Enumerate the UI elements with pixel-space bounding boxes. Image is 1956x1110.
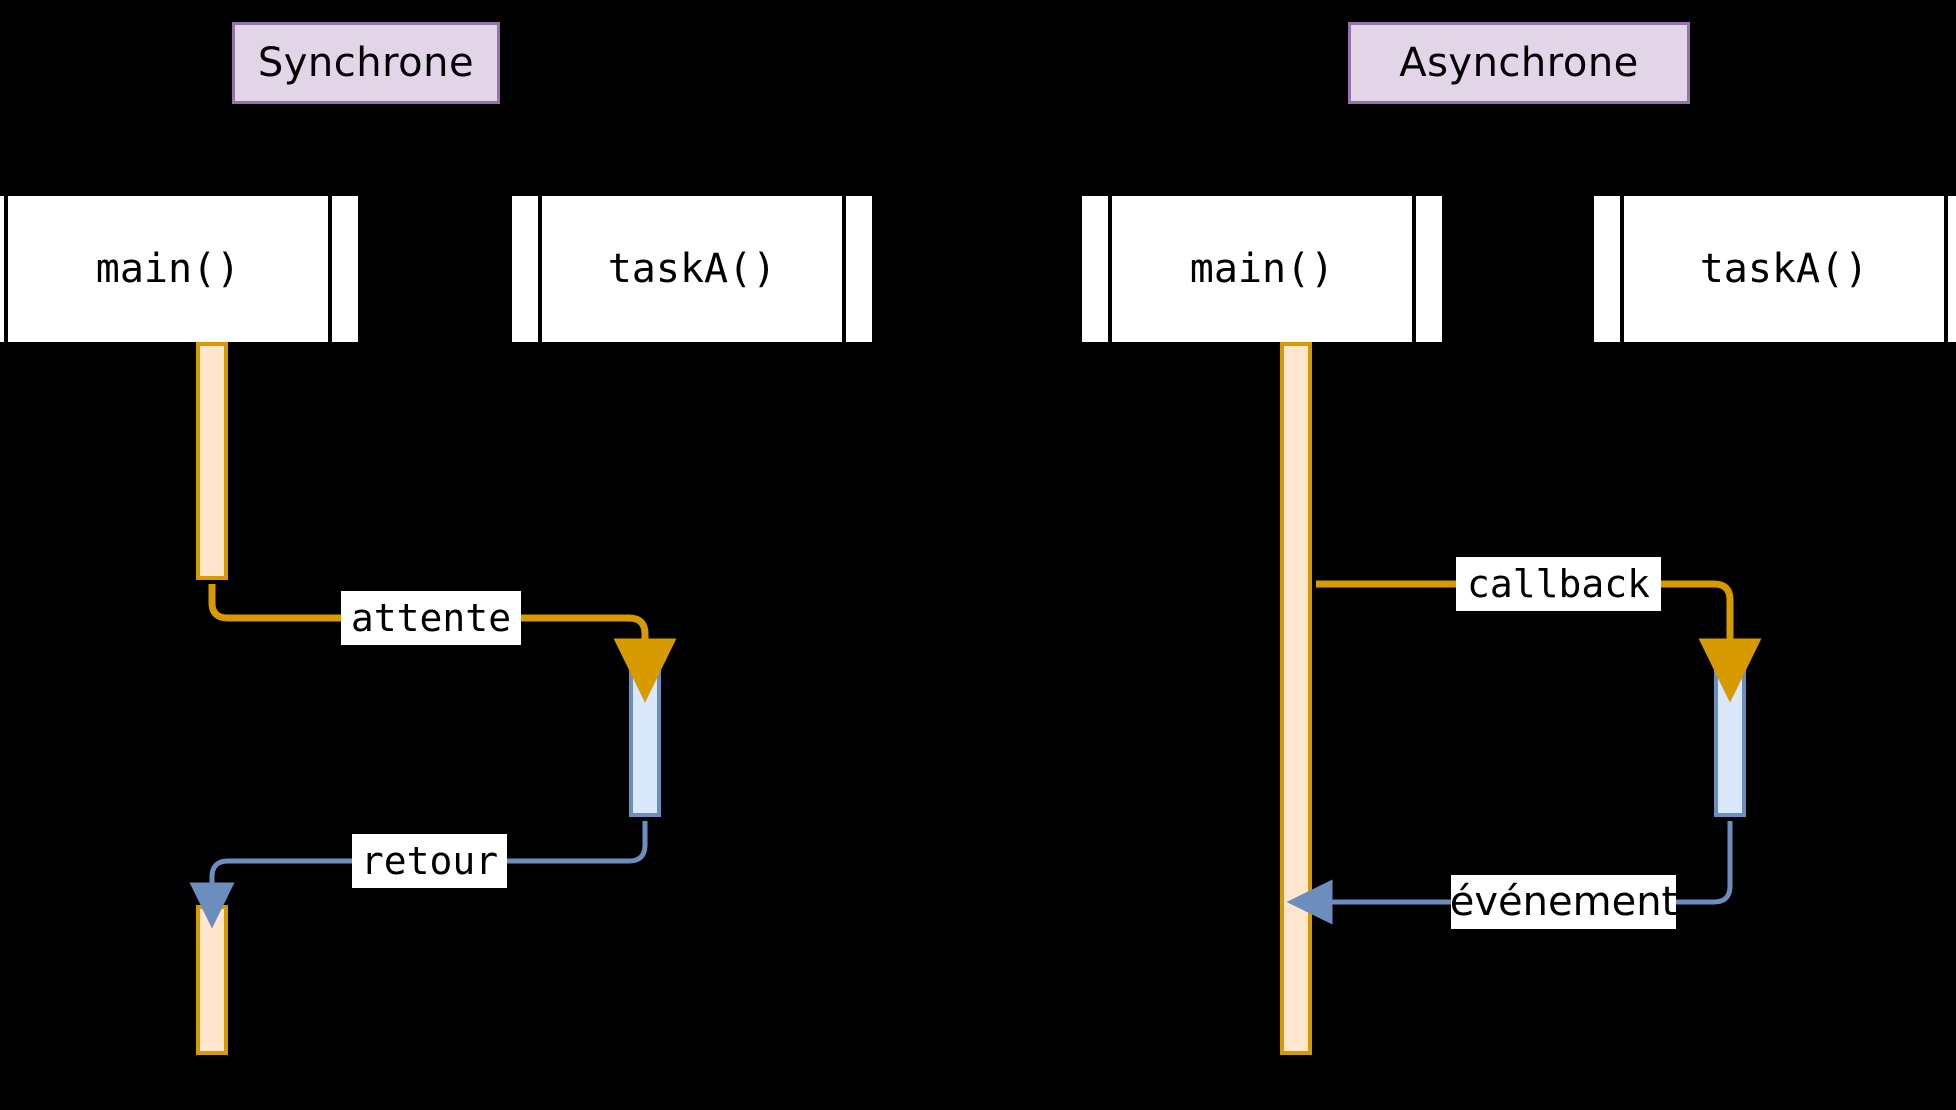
participant-async-taska-label: taskA() — [1699, 246, 1869, 292]
message-label-retour: retour — [352, 834, 507, 888]
participant-async-main: main() — [1082, 196, 1442, 342]
activation-bar-sync-taska — [629, 663, 661, 817]
group-header-asynchrone: Asynchrone — [1348, 22, 1690, 104]
participant-async-taska: taskA() — [1594, 196, 1956, 342]
activation-bar-sync-main-second — [196, 905, 228, 1055]
participant-sync-main: main() — [0, 196, 358, 342]
participant-async-main-label: main() — [1189, 246, 1335, 292]
message-label-attente: attente — [341, 591, 521, 645]
activation-bar-async-taska — [1714, 663, 1746, 817]
group-header-synchrone: Synchrone — [232, 22, 500, 104]
message-label-callback: callback — [1456, 557, 1661, 611]
activation-bar-async-main — [1280, 342, 1312, 1055]
message-label-retour-text: retour — [360, 839, 499, 883]
group-header-asynchrone-label: Asynchrone — [1399, 40, 1639, 86]
message-label-evenement-text: événement — [1449, 879, 1678, 925]
message-label-attente-text: attente — [350, 596, 512, 640]
message-label-evenement: événement — [1449, 875, 1678, 929]
group-header-synchrone-label: Synchrone — [257, 40, 475, 86]
message-label-callback-text: callback — [1466, 562, 1651, 606]
participant-sync-taska: taskA() — [512, 196, 872, 342]
participant-sync-taska-label: taskA() — [607, 246, 777, 292]
participant-sync-main-label: main() — [95, 246, 241, 292]
activation-bar-sync-main-first — [196, 342, 228, 580]
